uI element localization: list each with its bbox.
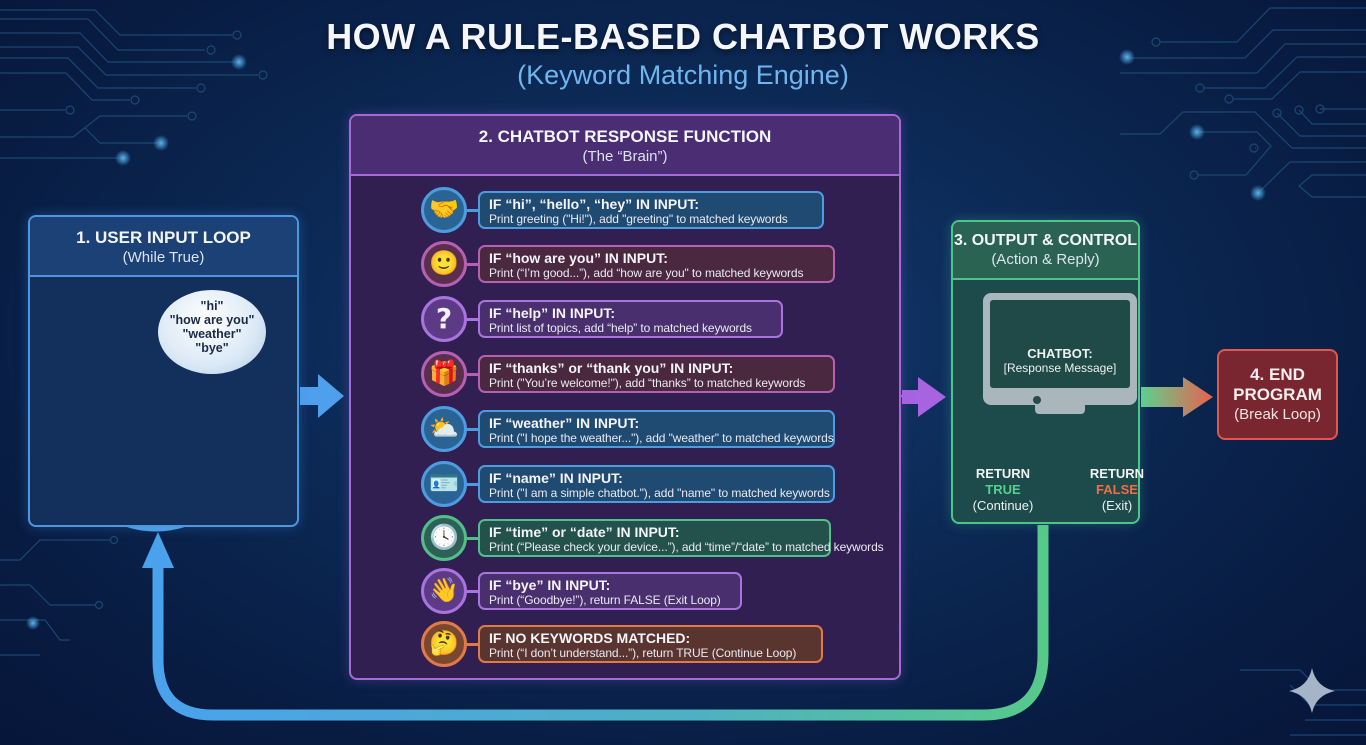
rule-action: Print (“Please check your device...”), a… <box>489 540 884 554</box>
icon-connector <box>467 373 478 376</box>
rule-action: Print ("I hope the weather..."), add "we… <box>489 431 834 445</box>
panel-header: 2. CHATBOT RESPONSE FUNCTION (The “Brain… <box>351 116 899 176</box>
rule-action: Print ("You’re welcome!"), add “thanks” … <box>489 376 806 390</box>
icon-connector <box>467 643 478 646</box>
icon-connector <box>467 318 478 321</box>
id-badge-icon: 🪪 <box>421 461 467 507</box>
panel-end-program: 4. END PROGRAM (Break Loop) <box>1217 349 1338 440</box>
monitor-icon: CHATBOT: [Response Message] <box>983 293 1137 405</box>
panel-header: 1. USER INPUT LOOP (While True) <box>30 217 297 277</box>
icon-connector <box>467 209 478 212</box>
panel-title: 3. OUTPUT & CONTROL <box>953 232 1138 249</box>
panel-title-line1: 4. END <box>1250 365 1305 384</box>
panel-title: 1. USER INPUT LOOP <box>76 228 251 247</box>
rule-condition: IF “time” or “date” IN INPUT: <box>489 524 680 540</box>
return-note: (Continue) <box>972 498 1034 513</box>
panel-subtitle: (Break Loop) <box>1234 406 1321 423</box>
rule-item: IF “time” or “date” IN INPUT:Print (“Ple… <box>478 519 884 557</box>
question-mark-icon: ? <box>421 296 467 342</box>
rule-item: IF “thanks” or “thank you” IN INPUT:Prin… <box>478 355 835 393</box>
bubble-line: "bye" <box>195 341 229 355</box>
return-true-label: RETURN TRUE (Continue) <box>962 466 1044 514</box>
return-value: TRUE <box>985 482 1021 497</box>
waving-hand-icon: 👋 <box>421 568 467 614</box>
icon-connector <box>467 483 478 486</box>
icon-connector <box>467 590 478 593</box>
return-false-label: RETURN FALSE (Exit) <box>1076 466 1158 514</box>
page-subtitle: (Keyword Matching Engine) <box>517 60 849 90</box>
rule-condition: IF “thanks” or “thank you” IN INPUT: <box>489 360 734 376</box>
circuit-lines-right <box>1120 7 1366 736</box>
speech-bubble: "hi" "how are you" "weather" "bye" <box>158 290 266 374</box>
rule-item: IF “weather” IN INPUT:Print ("I hope the… <box>478 410 835 448</box>
bubble-line: "how are you" <box>169 313 255 327</box>
rule-action: Print (“Goodbye!”), return FALSE (Exit L… <box>489 593 721 607</box>
rule-condition: IF “bye” IN INPUT: <box>489 577 611 593</box>
rule-condition: IF NO KEYWORDS MATCHED: <box>489 630 691 646</box>
panel-title: 2. CHATBOT RESPONSE FUNCTION <box>478 127 772 146</box>
rule-item: IF “name” IN INPUT:Print ("I am a simple… <box>478 465 835 503</box>
return-loop-arrowhead <box>142 532 174 568</box>
rule-action: Print (“I don’t understand...”), return … <box>489 646 797 660</box>
panel-user-input-loop: 1. USER INPUT LOOP (While True) <box>28 215 299 527</box>
panel-subtitle: (While True) <box>122 249 205 266</box>
icon-connector <box>467 428 478 431</box>
panel-subtitle: (Action & Reply) <box>991 251 1100 268</box>
arrow-brain-to-output <box>902 377 946 417</box>
thinking-face-icon: 🤔 <box>421 621 467 667</box>
rule-item: IF “hi”, “hello”, “hey” IN INPUT:Print g… <box>478 191 824 229</box>
screen-message: [Response Message] <box>1003 361 1117 375</box>
return-label: RETURN <box>975 466 1031 481</box>
bubble-line: "hi" <box>200 299 224 313</box>
rule-item: IF NO KEYWORDS MATCHED:Print (“I don’t u… <box>478 625 823 663</box>
monitor-power-dot <box>1033 396 1041 404</box>
rule-action: Print greeting ("Hi!"), add "greeting" t… <box>489 212 788 226</box>
rule-item: IF “help” IN INPUT:Print list of topics,… <box>478 300 783 338</box>
rule-condition: IF “hi”, “hello”, “hey” IN INPUT: <box>489 196 700 212</box>
icon-connector <box>467 537 478 540</box>
page-title: HOW A RULE-BASED CHATBOT WORKS <box>326 16 1040 57</box>
gift-icon: 🎁 <box>421 351 467 397</box>
sparkle-icon <box>1289 668 1335 713</box>
circuit-glow-dots-right <box>1119 49 1266 201</box>
return-note: (Exit) <box>1101 498 1133 513</box>
rule-action: Print list of topics, add “help” to matc… <box>489 321 752 335</box>
circuit-glow-dots <box>26 54 247 630</box>
bubble-line: "weather" <box>182 327 242 341</box>
rule-action: Print (“I’m good...”), add “how are you"… <box>489 266 804 280</box>
panel-title-line2: PROGRAM <box>1233 385 1322 404</box>
rule-condition: IF “how are you” IN INPUT: <box>489 250 668 266</box>
rule-item: IF “bye” IN INPUT:Print (“Goodbye!”), re… <box>478 572 742 610</box>
clock-icon: 🕓 <box>421 515 467 561</box>
rule-condition: IF “help” IN INPUT: <box>489 305 615 321</box>
rule-condition: IF “weather” IN INPUT: <box>489 415 640 431</box>
screen-title: CHATBOT: <box>1027 346 1093 361</box>
circuit-lines-left <box>0 9 268 656</box>
weather-icon: ⛅ <box>421 406 467 452</box>
arrow-input-to-brain <box>300 374 344 418</box>
smiley-icon: 🙂 <box>421 241 467 287</box>
panel-subtitle: (The “Brain”) <box>582 148 668 165</box>
arrow-output-to-end <box>1141 377 1213 417</box>
rule-action: Print ("I am a simple chatbot."), add "n… <box>489 486 830 500</box>
return-label: RETURN <box>1089 466 1145 481</box>
handshake-icon: 🤝 <box>421 187 467 233</box>
icon-connector <box>467 263 478 266</box>
panel-header: 3. OUTPUT & CONTROL (Action & Reply) <box>953 222 1138 280</box>
return-value: FALSE <box>1096 482 1138 497</box>
rule-item: IF “how are you” IN INPUT:Print (“I’m go… <box>478 245 835 283</box>
monitor-screen: CHATBOT: [Response Message] <box>990 300 1130 388</box>
rule-condition: IF “name” IN INPUT: <box>489 470 623 486</box>
monitor-stand <box>1035 404 1085 414</box>
return-loop-arrow <box>152 525 1049 721</box>
